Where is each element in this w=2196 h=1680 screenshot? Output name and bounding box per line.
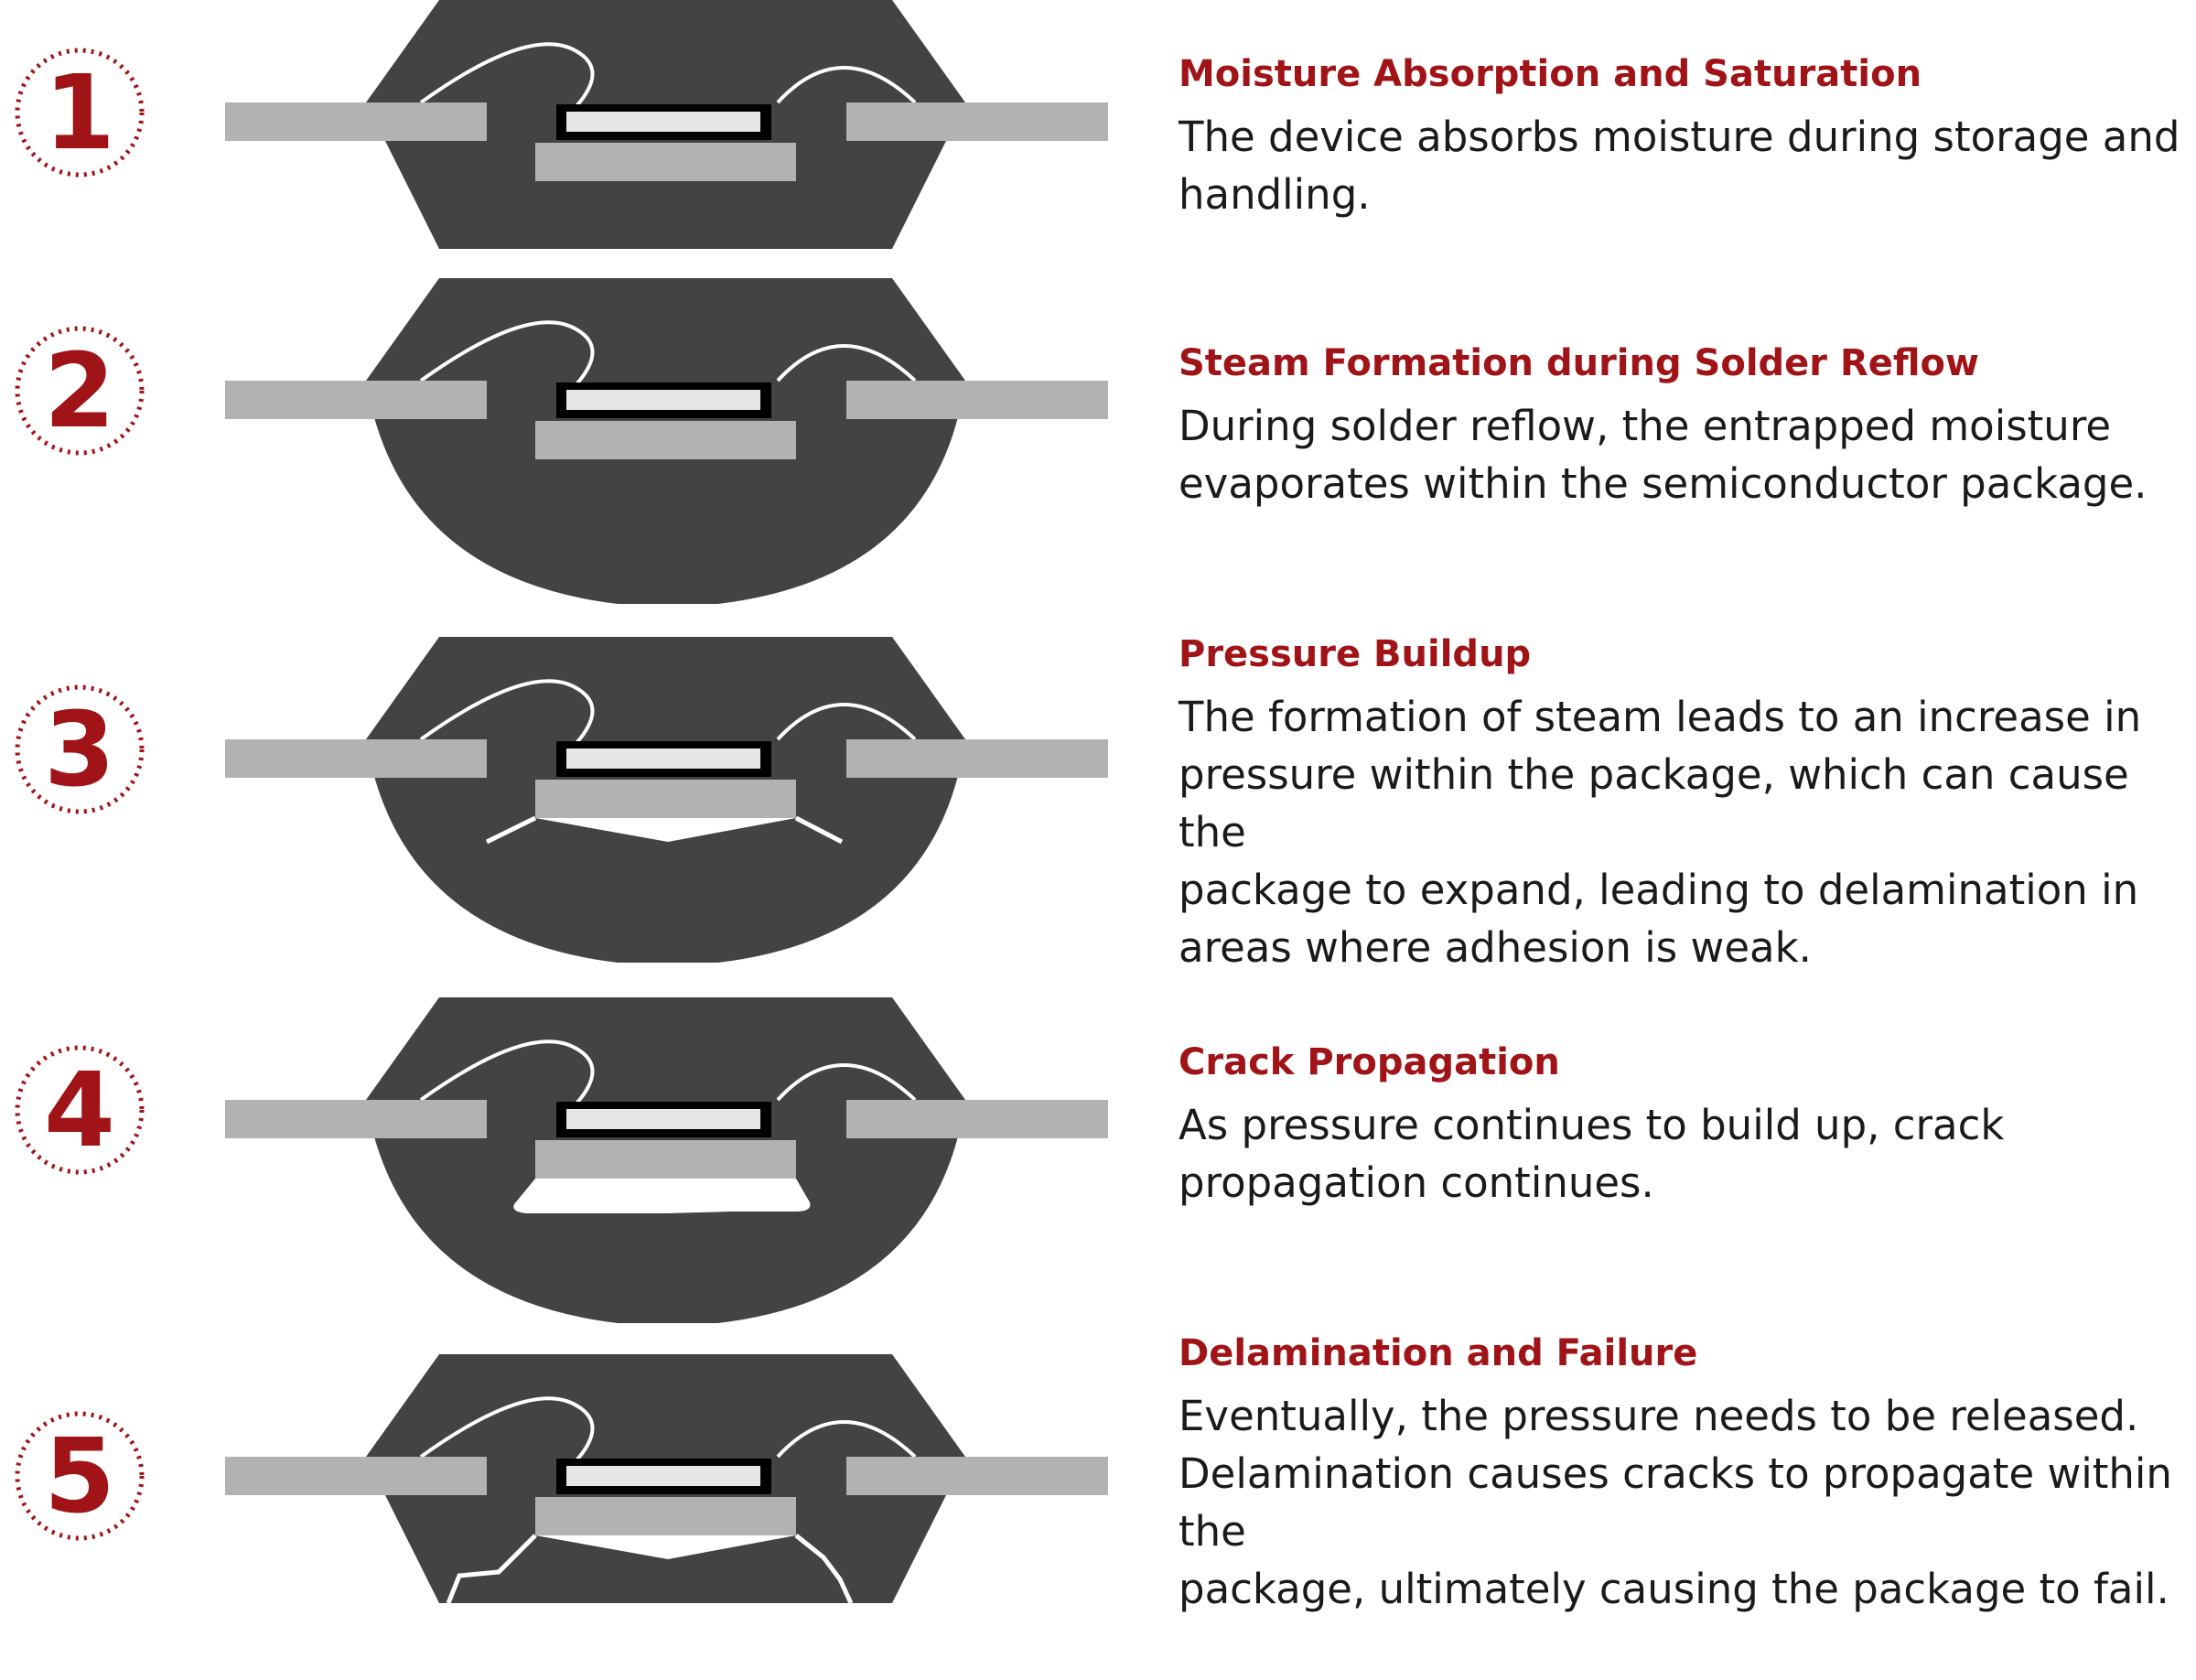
package-diagram-delamination: [225, 637, 1108, 963]
step-description-line: propagation continues.: [1179, 1158, 1654, 1207]
delamination-gap: [535, 1535, 796, 1559]
step-description-line: As pressure continues to build up, crack: [1179, 1101, 2005, 1149]
step-number: 4: [44, 1051, 115, 1170]
step-title: Crack Propagation: [1179, 1041, 1560, 1083]
step-description-line: The device absorbs moisture during stora…: [1179, 113, 2180, 161]
step-number: 3: [44, 691, 115, 810]
step-description: As pressure continues to build up, crack…: [1179, 1096, 2185, 1212]
step-description: During solder reflow, the entrapped mois…: [1179, 397, 2185, 512]
step-description-line: During solder reflow, the entrapped mois…: [1179, 402, 2112, 450]
step-number: 1: [44, 54, 115, 173]
step-description-line: package, ultimately causing the package …: [1179, 1565, 2169, 1613]
step-number: 2: [44, 332, 115, 451]
step-number-badge: 2: [15, 326, 145, 456]
delamination-gap: [535, 818, 796, 842]
step-text: Pressure Buildup The formation of steam …: [1179, 630, 2185, 976]
step-text: Steam Formation during Solder Reflow Dur…: [1179, 339, 2185, 512]
step-description-line: Eventually, the pressure needs to be rel…: [1179, 1392, 2139, 1440]
step-number-badge: 3: [15, 684, 145, 814]
step-description-line: The formation of steam leads to an incre…: [1179, 693, 2142, 741]
crack-line: [485, 815, 537, 845]
step-number-badge: 4: [15, 1045, 145, 1175]
step-title: Delamination and Failure: [1179, 1332, 1698, 1374]
package-diagram-intact: [225, 0, 1108, 249]
step-title: Pressure Buildup: [1179, 633, 1532, 675]
step-description-line: areas where adhesion is weak.: [1179, 923, 1812, 972]
crack-line: [794, 815, 844, 845]
step-text: Delamination and Failure Eventually, the…: [1179, 1329, 2185, 1618]
failure-crack-left: [446, 1534, 537, 1604]
step-title: Moisture Absorption and Saturation: [1179, 53, 1922, 95]
step-description-line: pressure within the package, which can c…: [1179, 750, 2129, 856]
package-diagram-failure: [225, 1354, 1108, 1605]
step-description-line: Delamination causes cracks to propagate …: [1179, 1449, 2172, 1556]
step-number: 5: [44, 1417, 115, 1536]
package-diagram-crack: [225, 997, 1108, 1323]
step-number-badge: 5: [15, 1411, 145, 1541]
step-description-line: handling.: [1179, 170, 1371, 219]
step-description: The device absorbs moisture during stora…: [1179, 108, 2185, 223]
step-text: Moisture Absorption and Saturation The d…: [1179, 49, 2185, 223]
package-diagram-steam: [225, 278, 1108, 604]
failure-crack-right: [794, 1534, 854, 1605]
step-description: Eventually, the pressure needs to be rel…: [1179, 1387, 2185, 1618]
step-text: Crack Propagation As pressure continues …: [1179, 1038, 2185, 1212]
step-number-badge: 1: [15, 48, 145, 178]
step-title: Steam Formation during Solder Reflow: [1179, 342, 1979, 384]
step-description-line: evaporates within the semiconductor pack…: [1179, 459, 2148, 508]
step-description: The formation of steam leads to an incre…: [1179, 688, 2185, 976]
crack-void: [513, 1179, 811, 1213]
step-description-line: package to expand, leading to delaminati…: [1179, 866, 2139, 914]
